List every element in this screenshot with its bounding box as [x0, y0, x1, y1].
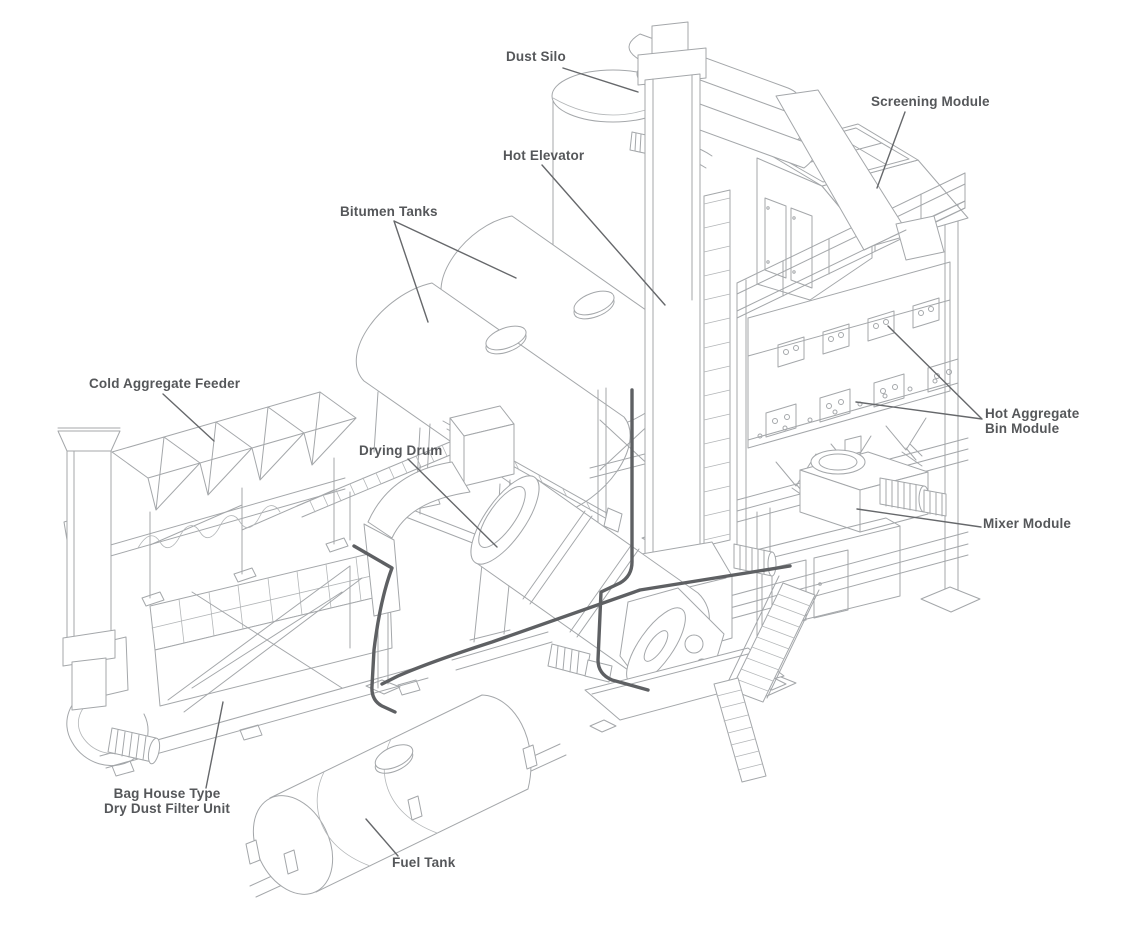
fuel-tank-drawing [245, 694, 567, 898]
label-mixer-module: Mixer Module [983, 516, 1072, 531]
label-bag-house: Bag House Type Dry Dust Filter Unit [103, 786, 230, 816]
label-bitumen-tanks: Bitumen Tanks [340, 204, 438, 219]
tower-structure-drawing [699, 123, 981, 697]
label-hot-aggregate-bin-module: Hot Aggregate Bin Module [985, 406, 1080, 436]
label-cold-aggregate-feeder: Cold Aggregate Feeder [89, 376, 241, 391]
label-hot-elevator: Hot Elevator [503, 148, 585, 163]
mixer-module-drawing [799, 435, 947, 533]
label-dust-silo: Dust Silo [506, 49, 566, 64]
drying-drum-drawing [363, 405, 787, 733]
label-fuel-tank: Fuel Tank [392, 855, 456, 870]
fuel-pipes-drawing [352, 388, 792, 714]
label-screening-module: Screening Module [871, 94, 990, 109]
leader-lines [162, 67, 983, 857]
exhaust-stack-drawing [57, 427, 121, 711]
tower-stairs-drawing [713, 575, 820, 783]
label-drying-drum: Drying Drum [359, 443, 443, 458]
bitumen-tanks-drawing [355, 215, 687, 561]
